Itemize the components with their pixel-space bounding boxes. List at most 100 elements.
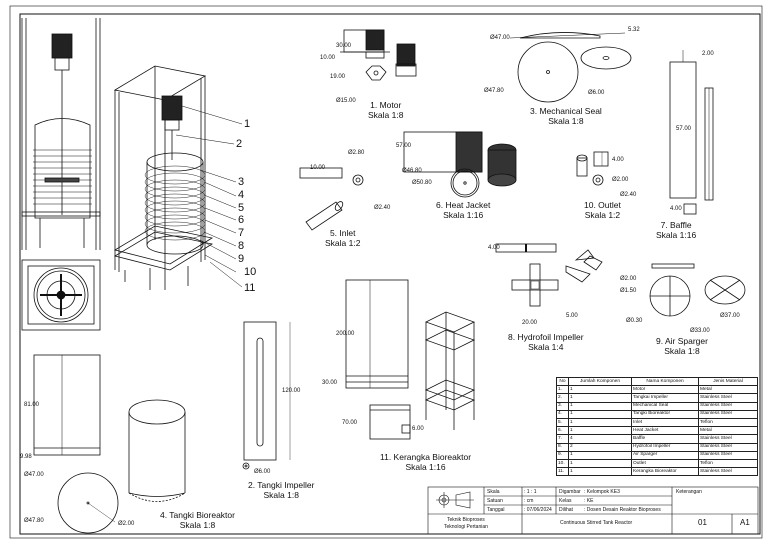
isometric-assembly [113, 65, 243, 290]
bom-cell: 9. [556, 450, 569, 460]
bom-cell: Baffle [631, 434, 699, 444]
tb-drawing-title: Continuous Stirred Tank Reactor [560, 520, 633, 526]
impeller-dim-3: 20.00 [522, 320, 538, 326]
frame-dim-4: 6.00 [412, 426, 424, 432]
bom-header: No [556, 376, 569, 387]
bom-cell: 1 [568, 450, 632, 460]
tb-tanggal-label: Tanggal [487, 507, 505, 513]
bom-cell: 1. [556, 385, 569, 395]
balloon-5: 5 [238, 202, 245, 214]
impeller-drawing [495, 243, 603, 307]
bom-table: No Jumlah Komponen Nama Komponen Jenis M… [556, 376, 758, 477]
bom-cell: 4. [556, 409, 569, 419]
bom-cell: 1 [568, 417, 632, 428]
bom-cell: 11. [556, 467, 569, 477]
seal-dim-4: Ø6.00 [588, 90, 605, 96]
frame-drawing [345, 279, 476, 440]
bom-cell: Metal [698, 385, 758, 395]
balloon-11: 11 [244, 282, 256, 294]
inlet-dim-3: Ø2.40 [374, 205, 391, 211]
bom-cell: Stainless Steel [698, 450, 758, 460]
tank-dim-3: Ø47.00 [24, 472, 44, 478]
tb-digambar-value: : Kelompok KE3 [584, 489, 620, 495]
motor-drawing [340, 29, 417, 81]
balloon-10: 10 [244, 266, 257, 278]
balloon-3: 3 [238, 176, 245, 188]
frame-dim-1: 200.00 [336, 331, 355, 337]
bom-cell: 2. [556, 393, 569, 403]
tb-digambar-label: Digambar [559, 489, 581, 495]
motor-dim-2: 10.00 [320, 55, 336, 61]
bom-header: Jumlah Komponen [568, 376, 632, 387]
sparger-dim-3: Ø0.30 [626, 318, 643, 324]
bom-cell: Stainless Steel [698, 467, 758, 477]
tb-kelas-label: Kelas [559, 498, 572, 504]
baffle-dim-1: 2.00 [702, 51, 714, 57]
bom-cell: 3. [556, 401, 569, 411]
sparger-dim-1: Ø2.00 [620, 276, 637, 282]
tb-skala-label: Skala [487, 489, 500, 495]
bom-cell: 1 [568, 385, 632, 395]
tb-kelas-value: : KE [584, 498, 594, 504]
bom-cell: Tangki Bioreaktor [631, 409, 699, 419]
tank-dim-4: Ø47.80 [24, 518, 44, 524]
tb-skala-value: : 1 : 1 [524, 489, 537, 495]
tb-satuan-label: Satuan [487, 498, 503, 504]
bom-cell: Stainless Steel [698, 434, 758, 444]
outer-border [9, 5, 763, 539]
bom-cell: 1 [568, 458, 632, 469]
front-section-view [21, 18, 101, 250]
baffle-dim-3: 4.00 [670, 206, 682, 212]
bom-cell: 1 [568, 409, 632, 419]
heat-jacket-dim-2: Ø46.80 [402, 168, 422, 174]
top-view [21, 259, 101, 331]
motor-dim-4: Ø15.00 [336, 98, 356, 104]
seal-dim-1: Ø47.00 [490, 35, 510, 41]
inlet-dim-1: Ø2.80 [348, 150, 365, 156]
bom-header: Jenis Material [698, 376, 758, 387]
bom-cell: Stainless Steel [698, 409, 758, 419]
motor-dim-1: 30.00 [336, 43, 352, 49]
tb-tanggal-value: : 07/06/2024 [524, 507, 552, 513]
heat-jacket-dim-3: Ø50.80 [412, 180, 432, 186]
impeller-shaft-dim-2: Ø6.00 [254, 469, 271, 475]
tank-dim-2: 9.98 [20, 454, 32, 460]
bom-cell: Metal [698, 426, 758, 436]
bom-cell: Stainless Steel [698, 442, 758, 452]
tb-keterangan-label: Keterangan [676, 489, 702, 495]
bom-cell: 4 [568, 434, 632, 444]
tb-dilihat-label: Dilihat [559, 507, 573, 513]
balloon-7: 7 [238, 227, 245, 239]
tb-paper-size: A1 [740, 518, 750, 527]
bom-cell: Hydrofoil Impeller [631, 442, 699, 452]
seal-dim-3: Ø47.80 [484, 88, 504, 94]
motor-dim-3: 19.00 [330, 74, 346, 80]
outlet-drawing [576, 151, 609, 186]
baffle-drawing [669, 50, 714, 215]
balloon-2: 2 [236, 138, 243, 150]
seal-dim-2: 5.32 [628, 27, 640, 33]
tank-dim-1: 81.00 [24, 402, 40, 408]
bom-cell: 1 [568, 467, 632, 477]
impeller-dim-2: 5.00 [566, 313, 578, 319]
bom-header-row: No Jumlah Komponen Nama Komponen Jenis M… [556, 376, 758, 387]
bom-cell: Air Sparger [631, 450, 699, 460]
bom-cell: Tangkai Impeller [631, 393, 699, 403]
bom-cell: Mechanical Seal [631, 401, 699, 411]
sparger-dim-4: Ø33.00 [690, 328, 710, 334]
inlet-drawing [299, 167, 364, 231]
